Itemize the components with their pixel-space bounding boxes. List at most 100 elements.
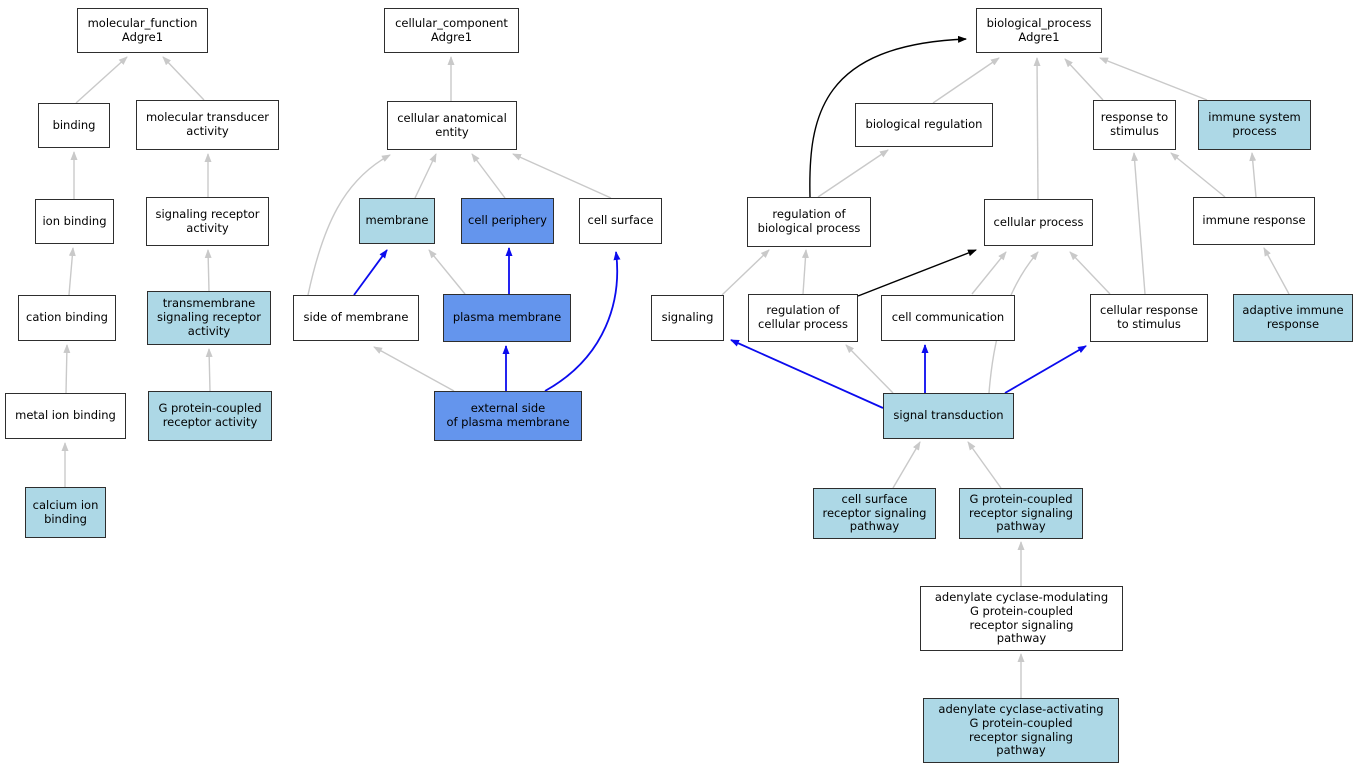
node-label: external side of plasma membrane <box>446 401 570 429</box>
node-cell-periphery[interactable]: cell periphery <box>461 198 554 244</box>
node-label: signaling <box>661 310 714 325</box>
edge-signal-transduction--cellular-response-to-stimulus <box>1004 345 1087 394</box>
node-molecular-function-root[interactable]: molecular_function Adgre1 <box>77 8 208 53</box>
node-cellular-process[interactable]: cellular process <box>984 199 1093 246</box>
node-adenylate-cyclase-modulating-pathway[interactable]: adenylate cyclase-modulating G protein-c… <box>920 586 1123 651</box>
edge-metal-ion-binding--cation-binding <box>63 344 71 394</box>
node-immune-response[interactable]: immune response <box>1193 197 1315 245</box>
node-label: ion binding <box>42 213 107 228</box>
node-label: signal transduction <box>893 408 1004 423</box>
edge-regulation-of-cellular-process--cellular-process <box>857 249 977 297</box>
node-label: cellular response to stimulus <box>1100 303 1198 331</box>
node-signal-transduction[interactable]: signal transduction <box>883 393 1014 439</box>
node-label: metal ion binding <box>15 408 116 423</box>
node-adenylate-cyclase-activating-pathway[interactable]: adenylate cyclase-activating G protein-c… <box>923 698 1119 763</box>
edge-side-of-membrane--cellular-anatomical-entity <box>307 154 391 296</box>
node-label: cell communication <box>891 310 1005 325</box>
node-label: molecular_function Adgre1 <box>87 15 198 44</box>
node-label: biological regulation <box>865 117 983 132</box>
node-label: cellular_component Adgre1 <box>395 15 508 44</box>
edge-response-to-stimulus--biological-process-root <box>1064 58 1104 101</box>
node-molecular-transducer-activity[interactable]: molecular transducer activity <box>136 100 279 150</box>
edge-g-protein-coupled-receptor-signaling-pathway--signal-transduction <box>967 441 1002 489</box>
node-signaling[interactable]: signaling <box>651 295 724 341</box>
edge-binding--molecular-function-root <box>75 56 128 104</box>
node-label: immune system process <box>1208 110 1301 138</box>
node-label: cellular process <box>993 214 1084 229</box>
edge-membrane--cellular-anatomical-entity <box>414 153 437 199</box>
edge-immune-response--response-to-stimulus <box>1170 152 1226 198</box>
node-signaling-receptor-activity[interactable]: signaling receptor activity <box>146 197 269 246</box>
edge-g-protein-coupled-receptor-activity--transmembrane-signaling-receptor-activity <box>205 348 213 392</box>
edge-signaling--regulation-of-biological-process <box>721 249 770 296</box>
edge-regulation-of-biological-process--biological-regulation <box>817 149 889 198</box>
node-label: side of membrane <box>303 310 409 325</box>
node-label: cellular anatomical entity <box>397 110 507 139</box>
node-label: G protein-coupled receptor signaling pat… <box>969 491 1073 534</box>
node-label: cation binding <box>26 310 108 325</box>
node-cellular-response-to-stimulus[interactable]: cellular response to stimulus <box>1090 294 1208 342</box>
edge-cell-communication--cellular-process <box>971 251 1007 295</box>
node-label: cell periphery <box>468 213 547 228</box>
edge-regulation-of-biological-process--biological-process-root <box>809 35 967 198</box>
edge-transmembrane-signaling-receptor-activity--signaling-receptor-activity <box>204 249 212 292</box>
node-ion-binding[interactable]: ion binding <box>35 199 114 244</box>
edge-adaptive-immune-response--immune-response <box>1263 247 1290 295</box>
node-biological-process-root[interactable]: biological_process Adgre1 <box>976 8 1102 53</box>
node-calcium-ion-binding[interactable]: calcium ion binding <box>25 487 106 538</box>
node-g-protein-coupled-receptor-signaling-pathway[interactable]: G protein-coupled receptor signaling pat… <box>959 488 1083 539</box>
node-label: adenylate cyclase-modulating G protein-c… <box>934 589 1109 646</box>
node-label: biological_process Adgre1 <box>986 15 1092 44</box>
node-membrane[interactable]: membrane <box>359 198 435 244</box>
node-label: membrane <box>365 213 429 228</box>
node-label: G protein-coupled receptor activity <box>158 401 262 429</box>
edge-signal-transduction--regulation-of-cellular-process <box>845 344 894 394</box>
node-response-to-stimulus[interactable]: response to stimulus <box>1093 100 1176 150</box>
edge-cell-periphery--cellular-anatomical-entity <box>471 153 506 199</box>
edge-biological-regulation--biological-process-root <box>932 57 1000 104</box>
node-label: regulation of cellular process <box>758 303 848 331</box>
node-metal-ion-binding[interactable]: metal ion binding <box>5 393 126 439</box>
node-label: cell surface receptor signaling pathway <box>822 491 927 534</box>
node-label: immune response <box>1202 213 1306 228</box>
node-label: molecular transducer activity <box>145 110 270 138</box>
node-label: transmembrane signaling receptor activit… <box>157 296 261 338</box>
node-cellular-anatomical-entity[interactable]: cellular anatomical entity <box>387 101 517 150</box>
node-adaptive-immune-response[interactable]: adaptive immune response <box>1233 294 1353 342</box>
node-label: adaptive immune response <box>1242 303 1344 331</box>
edge-cellular-response-to-stimulus--response-to-stimulus <box>1131 152 1146 295</box>
node-label: signaling receptor activity <box>155 206 260 235</box>
edge-cell-surface--cellular-anatomical-entity <box>512 153 612 199</box>
node-plasma-membrane[interactable]: plasma membrane <box>443 294 571 342</box>
node-label: plasma membrane <box>452 310 562 325</box>
node-label: response to stimulus <box>1100 110 1169 138</box>
node-regulation-of-cellular-process[interactable]: regulation of cellular process <box>748 294 858 342</box>
node-transmembrane-signaling-receptor-activity[interactable]: transmembrane signaling receptor activit… <box>147 291 271 345</box>
node-side-of-membrane[interactable]: side of membrane <box>293 295 419 341</box>
node-label: adenylate cyclase-activating G protein-c… <box>938 701 1104 758</box>
node-regulation-of-biological-process[interactable]: regulation of biological process <box>747 197 871 247</box>
edge-cell-surface-receptor-signaling-pathway--signal-transduction <box>892 441 921 489</box>
edge-cation-binding--ion-binding <box>68 247 76 296</box>
edge-signal-transduction--signaling <box>730 339 884 409</box>
node-cellular-component-root[interactable]: cellular_component Adgre1 <box>384 8 519 53</box>
node-label: calcium ion binding <box>32 497 99 526</box>
node-label: regulation of biological process <box>757 207 861 235</box>
node-cation-binding[interactable]: cation binding <box>18 295 116 341</box>
edge-regulation-of-cellular-process--regulation-of-biological-process <box>801 249 809 295</box>
node-cell-surface[interactable]: cell surface <box>579 198 662 244</box>
node-label: binding <box>52 117 96 132</box>
node-biological-regulation[interactable]: biological regulation <box>855 103 993 147</box>
edge-cellular-process--biological-process-root <box>1033 57 1041 200</box>
edge-cellular-response-to-stimulus--cellular-process <box>1069 251 1111 295</box>
node-immune-system-process[interactable]: immune system process <box>1198 100 1311 150</box>
node-external-side-of-plasma-membrane[interactable]: external side of plasma membrane <box>434 391 582 441</box>
node-cell-communication[interactable]: cell communication <box>881 295 1015 341</box>
node-binding[interactable]: binding <box>38 103 110 148</box>
edge-plasma-membrane--membrane <box>428 249 466 295</box>
node-label: cell surface <box>587 213 654 228</box>
node-g-protein-coupled-receptor-activity[interactable]: G protein-coupled receptor activity <box>148 391 272 441</box>
edge-side-of-membrane--membrane <box>353 249 388 296</box>
node-cell-surface-receptor-signaling-pathway[interactable]: cell surface receptor signaling pathway <box>813 488 936 539</box>
